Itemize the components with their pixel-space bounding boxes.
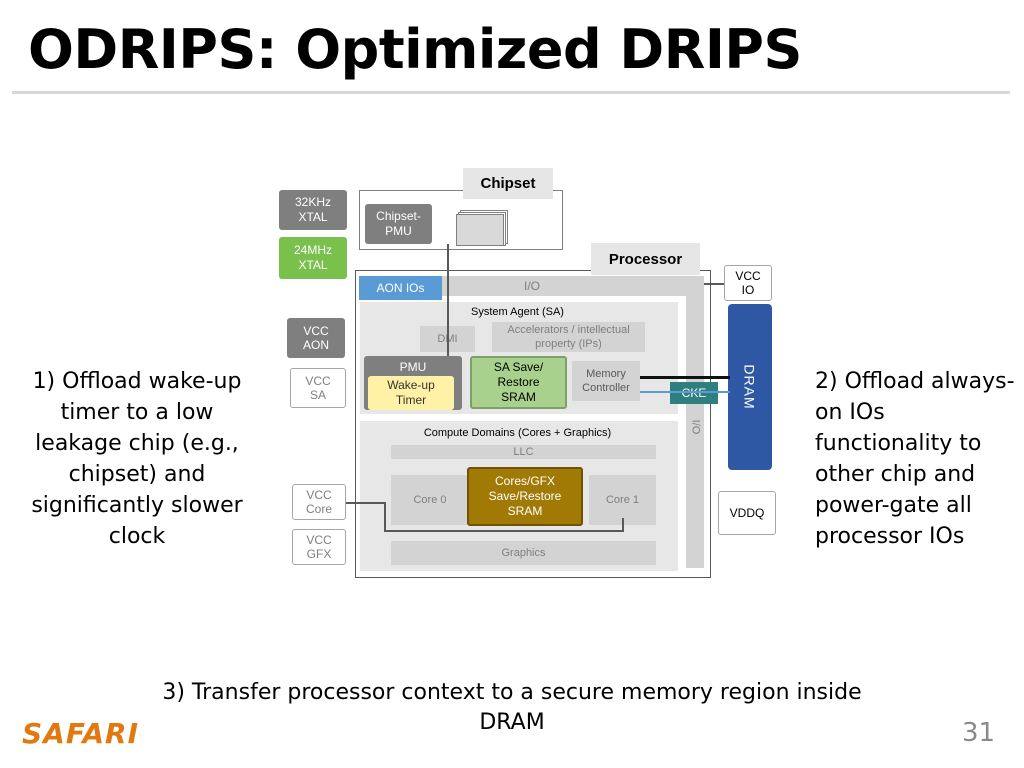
processor-box bbox=[355, 270, 711, 578]
title-divider bbox=[12, 91, 1010, 94]
core-rail-bottom bbox=[384, 530, 624, 532]
processor-label: Processor bbox=[591, 243, 700, 275]
cke-line bbox=[640, 391, 730, 393]
left-annotation: 1) Offload wake-up timer to a low leakag… bbox=[31, 369, 243, 549]
cke-block: CKE bbox=[670, 382, 718, 404]
core1-block: Core 1 bbox=[589, 475, 656, 525]
cores-gfx-sram: Cores/GFX Save/Restore SRAM bbox=[467, 467, 583, 526]
aon-ios: AON IOs bbox=[359, 276, 442, 300]
core-rail-h bbox=[346, 502, 386, 504]
mc-dram-bus bbox=[640, 376, 730, 379]
chipset-pmu-connector bbox=[447, 244, 449, 356]
core0-block: Core 0 bbox=[391, 475, 469, 525]
vcc-gfx: VCC GFX bbox=[292, 529, 346, 565]
io-side-label: I/O bbox=[688, 419, 701, 435]
xtal-32khz: 32KHz XTAL bbox=[279, 190, 347, 230]
vcc-sa: VCC SA bbox=[290, 368, 346, 408]
llc-block: LLC bbox=[391, 445, 656, 459]
io-top-band: I/O bbox=[360, 276, 704, 296]
core-rail-v bbox=[384, 502, 386, 532]
vcc-io-connector bbox=[704, 283, 724, 285]
page-number: 31 bbox=[962, 718, 996, 748]
wakeup-timer: Wake-up Timer bbox=[368, 376, 454, 410]
vcc-core: VCC Core bbox=[292, 484, 346, 520]
graphics-block: Graphics bbox=[391, 541, 656, 565]
vcc-aon: VCC AON bbox=[287, 318, 345, 358]
right-annotation: 2) Offload always-on IOs functionality t… bbox=[815, 369, 1015, 549]
compute-domains-label: Compute Domains (Cores + Graphics) bbox=[423, 427, 612, 439]
memory-controller: Memory Controller bbox=[572, 361, 640, 401]
pmu-label: PMU bbox=[399, 360, 427, 374]
chipset-pmu: Chipset- PMU bbox=[365, 204, 432, 244]
sa-save-restore-sram: SA Save/ Restore SRAM bbox=[470, 356, 567, 409]
chip-stack-icon bbox=[456, 210, 508, 246]
accelerators-block: Accelerators / intellectual property (IP… bbox=[492, 322, 645, 352]
slide-title: ODRIPS: Optimized DRIPS bbox=[28, 18, 802, 81]
chipset-box bbox=[359, 190, 563, 250]
core-rail-up bbox=[622, 518, 624, 532]
io-side-band: I/O bbox=[686, 296, 704, 568]
vddq: VDDQ bbox=[718, 491, 776, 535]
dram-label: DRAM bbox=[742, 364, 759, 410]
dram-block: DRAM bbox=[728, 304, 772, 470]
chipset-label: Chipset bbox=[463, 168, 553, 199]
xtal-24mhz: 24MHz XTAL bbox=[279, 237, 347, 279]
safari-logo: SAFARI bbox=[22, 717, 140, 750]
system-agent-label: System Agent (SA) bbox=[471, 306, 564, 318]
bottom-annotation: 3) Transfer processor context to a secur… bbox=[162, 680, 862, 735]
vcc-io: VCC IO bbox=[724, 265, 772, 301]
